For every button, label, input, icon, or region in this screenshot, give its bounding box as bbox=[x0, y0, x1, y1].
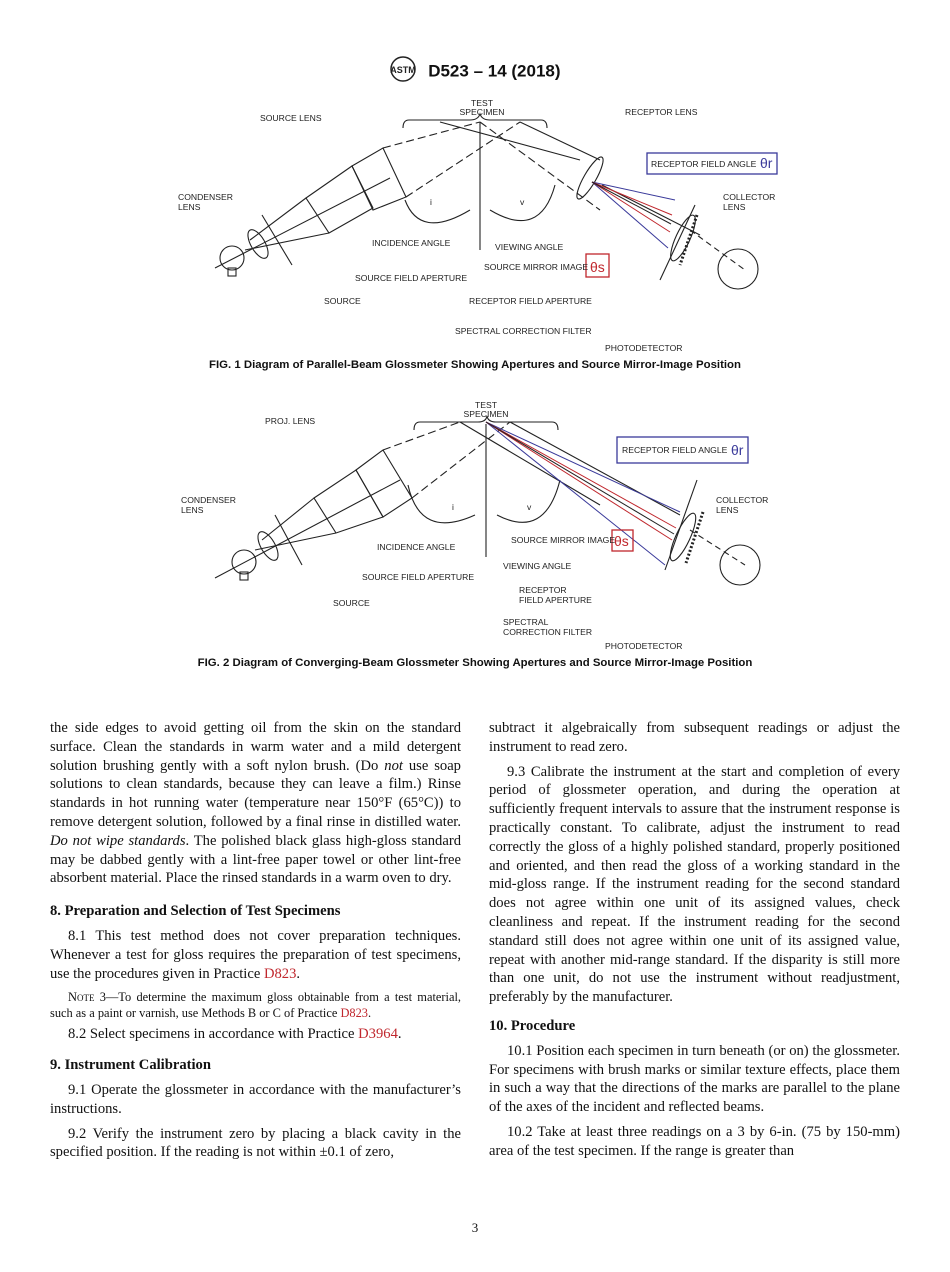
fig2-label: SPECTRAL bbox=[503, 617, 549, 627]
fig1-label: SOURCE LENS bbox=[260, 113, 322, 123]
text: . bbox=[397, 1026, 402, 1043]
text: the side edges to avoid getting oil from… bbox=[50, 720, 461, 774]
fig1-label: PHOTODETECTOR bbox=[605, 343, 683, 353]
fig2-label: i bbox=[452, 502, 454, 512]
fig1-label: RECEPTOR FIELD APERTURE bbox=[469, 296, 592, 306]
fig2-label: RECEPTOR FIELD ANGLE bbox=[622, 445, 728, 455]
section-8-heading: 8. Preparation and Selection of Test Spe… bbox=[50, 903, 341, 920]
fig2-label: PROJ. LENS bbox=[265, 416, 315, 426]
paragraph-10-1: 10.1 Position each specimen in turn bene… bbox=[489, 1042, 900, 1116]
figure-2-caption: FIG. 2 Diagram of Converging-Beam Glossm… bbox=[197, 657, 753, 669]
fig1-label: SPECTRAL CORRECTION FILTER bbox=[455, 326, 592, 336]
fig2-label: SOURCE FIELD APERTURE bbox=[362, 572, 474, 582]
fig2-theta-s-box bbox=[611, 529, 634, 552]
note-3: Note 3—To determine the maximum gloss ob… bbox=[50, 989, 461, 1021]
paragraph-9-3: 9.3 Calibrate the instrument at the star… bbox=[489, 763, 900, 1006]
right-column: subtract it algebraically from subsequen… bbox=[489, 719, 900, 1161]
paragraph-8-1: 8.1 This test method does not cover prep… bbox=[50, 927, 461, 983]
svg-text:ASTM: ASTM bbox=[391, 65, 417, 75]
fig2-label: PHOTODETECTOR bbox=[605, 641, 683, 651]
fig1-label: SOURCE MIRROR IMAGE bbox=[484, 262, 588, 272]
fig2-optics bbox=[214, 415, 761, 586]
text: . bbox=[296, 965, 301, 982]
fig1-label: LENS bbox=[178, 202, 201, 212]
section-10-heading: 10. Procedure bbox=[489, 1017, 576, 1034]
note-label: Note 3 bbox=[68, 990, 106, 1005]
fig1-label: LENS bbox=[723, 202, 746, 212]
fig1-label: θs bbox=[590, 259, 605, 275]
fig2-label: v bbox=[527, 502, 532, 512]
text: 8.1 This test method does not cover prep… bbox=[50, 927, 461, 982]
fig1-field-angle-rays bbox=[591, 181, 676, 249]
fig2-label: θr bbox=[731, 442, 744, 458]
text: . bbox=[367, 1006, 372, 1021]
fig1-receptor-field-angle-box bbox=[646, 152, 778, 175]
emphasis: not bbox=[384, 757, 403, 774]
text: use soap solutions to clean standards, b… bbox=[50, 757, 461, 830]
fig2-label: INCIDENCE ANGLE bbox=[377, 542, 456, 552]
document-title: D523 – 14 (2018) bbox=[428, 61, 561, 81]
fig2-label: LENS bbox=[181, 505, 204, 515]
fig2-label: CONDENSER bbox=[181, 495, 236, 505]
page-header: ASTM D523 – 14 (2018) bbox=[0, 56, 950, 87]
fig2-label: SOURCE MIRROR IMAGE bbox=[511, 535, 615, 545]
paragraph-10-2: 10.2 Take at least three readings on a 3… bbox=[489, 1123, 900, 1159]
fig2-label: RECEPTOR bbox=[519, 585, 567, 595]
d3964-link[interactable]: D3964 bbox=[358, 1026, 398, 1043]
fig2-field-angle-rays bbox=[485, 421, 681, 566]
astm-logo: ASTM bbox=[389, 56, 417, 87]
fig2-label: CORRECTION FILTER bbox=[503, 627, 592, 637]
text: —To determine the maximum gloss obtainab… bbox=[50, 990, 461, 1021]
fig1-label: CONDENSER bbox=[178, 192, 233, 202]
fig2-label: COLLECTOR bbox=[716, 495, 768, 505]
paragraph-9-1: 9.1 Operate the glossmeter in accordance… bbox=[50, 1081, 461, 1117]
fig1-label: v bbox=[520, 197, 525, 207]
fig2-label: VIEWING ANGLE bbox=[503, 561, 572, 571]
fig2-label: TEST bbox=[475, 400, 498, 410]
fig1-label: RECEPTOR FIELD ANGLE bbox=[651, 159, 757, 169]
fig2-label: FIELD APERTURE bbox=[519, 595, 592, 605]
text: 8.2 Select specimens in accordance with … bbox=[68, 1026, 359, 1043]
fig1-label: θr bbox=[760, 155, 773, 171]
fig2-label: LENS bbox=[716, 505, 739, 515]
fig1-label: INCIDENCE ANGLE bbox=[372, 238, 451, 248]
paragraph-9-2-cont: subtract it algebraically from subsequen… bbox=[489, 720, 900, 755]
fig2-receptor-field-angle-box bbox=[616, 436, 749, 464]
fig1-optics bbox=[214, 112, 759, 290]
page-number: 3 bbox=[471, 1220, 479, 1235]
fig1-theta-s-box bbox=[585, 253, 610, 278]
fig2-label: SOURCE bbox=[333, 598, 370, 608]
emphasis: Do not wipe standards bbox=[50, 832, 186, 849]
fig1-label: SOURCE FIELD APERTURE bbox=[355, 273, 467, 283]
figure-1-caption: FIG. 1 Diagram of Parallel-Beam Glossmet… bbox=[209, 359, 741, 371]
fig1-label: COLLECTOR bbox=[723, 192, 775, 202]
fig1-label: VIEWING ANGLE bbox=[495, 242, 564, 252]
text: . The polished black glass high-gloss st… bbox=[50, 832, 461, 887]
section-9-heading: 9. Instrument Calibration bbox=[50, 1057, 211, 1074]
fig1-label: SOURCE bbox=[324, 296, 361, 306]
paragraph-7-cont: the side edges to avoid getting oil from… bbox=[50, 719, 461, 888]
fig2-label: θs bbox=[614, 533, 629, 549]
fig1-label: SPECIMEN bbox=[460, 107, 505, 117]
left-column: the side edges to avoid getting oil from… bbox=[50, 719, 461, 1162]
figure-2-diagram: TEST SPECIMEN PROJ. LENS RECEPTOR FIELD … bbox=[181, 400, 768, 651]
figure-1-diagram: TEST SPECIMEN SOURCE LENS RECEPTOR LENS … bbox=[178, 98, 778, 353]
fig1-label: i bbox=[430, 197, 432, 207]
fig1-label: TEST bbox=[471, 98, 494, 108]
fig2-label: SPECIMEN bbox=[464, 409, 509, 419]
d823-link[interactable]: D823 bbox=[340, 1006, 368, 1021]
d823-link[interactable]: D823 bbox=[263, 965, 297, 982]
paragraph-9-2: 9.2 Verify the instrument zero by placin… bbox=[50, 1125, 461, 1161]
paragraph-8-2: 8.2 Select specimens in accordance with … bbox=[50, 1025, 461, 1044]
fig1-label: RECEPTOR LENS bbox=[625, 107, 698, 117]
